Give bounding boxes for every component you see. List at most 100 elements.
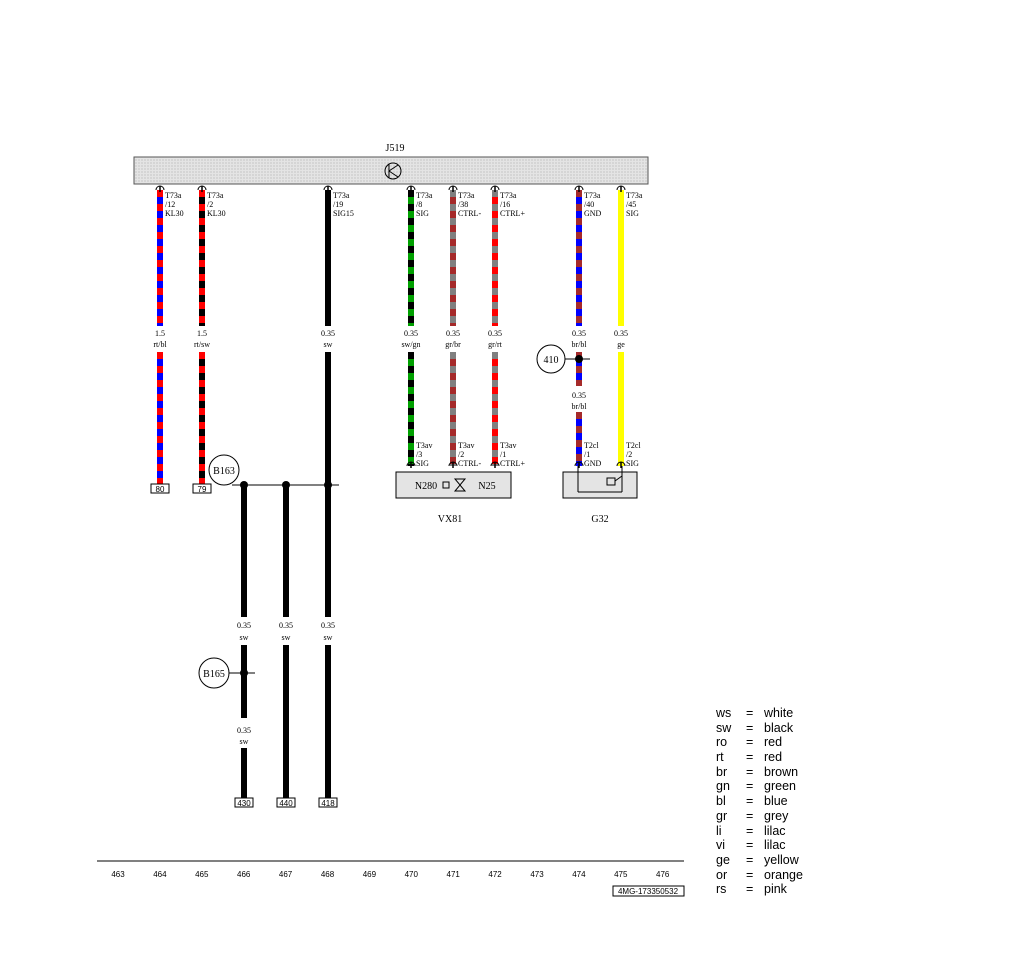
pin-label: T73a bbox=[416, 191, 433, 200]
pin-connector-icon bbox=[448, 461, 458, 468]
axis-tick-label: 473 bbox=[530, 870, 544, 879]
lower-pin-label: T3av bbox=[500, 441, 516, 450]
pin-label: T73a bbox=[333, 191, 350, 200]
ground-terminal: 418 bbox=[321, 799, 335, 808]
pin-number: /38 bbox=[458, 200, 468, 209]
pin-number: /16 bbox=[500, 200, 510, 209]
legend-row: sw=black bbox=[716, 721, 803, 736]
splice-b163[interactable] bbox=[208, 454, 240, 486]
axis-tick-label: 467 bbox=[279, 870, 293, 879]
legend-row: ge=yellow bbox=[716, 853, 803, 868]
axis-tick-label: 476 bbox=[656, 870, 670, 879]
legend-row: li=lilac bbox=[716, 824, 803, 839]
wire-gauge: 0.35 bbox=[446, 329, 460, 338]
ground-terminal: 440 bbox=[279, 799, 293, 808]
axis-tick-label: 463 bbox=[111, 870, 125, 879]
axis-tick-label: 469 bbox=[363, 870, 377, 879]
pin-connector-icon bbox=[448, 185, 458, 192]
ground-symbol-icon bbox=[384, 162, 402, 180]
c465-terminal-box[interactable] bbox=[192, 483, 212, 494]
legend-row: bl=blue bbox=[716, 794, 803, 809]
legend-equals: = bbox=[746, 794, 754, 809]
pin-number: /45 bbox=[626, 200, 636, 209]
pin-connector-icon bbox=[616, 185, 626, 192]
pin-connector-icon bbox=[406, 185, 416, 192]
lower-pin-number: /1 bbox=[500, 450, 506, 459]
wire-gauge: 0.35 bbox=[572, 391, 586, 400]
pin-label: T73a bbox=[458, 191, 475, 200]
footer-id: 4MG-173350532 bbox=[618, 887, 679, 896]
splice-b165-label: B165 bbox=[203, 669, 225, 680]
ground-terminal: 430 bbox=[237, 799, 251, 808]
legend-code: gn bbox=[716, 779, 730, 794]
lower-pin-number: /2 bbox=[626, 450, 632, 459]
pin-connector-icon bbox=[574, 461, 584, 468]
pin-number: /12 bbox=[165, 200, 175, 209]
wire-color: sw bbox=[240, 633, 249, 642]
wire-gauge: 0.35 bbox=[279, 621, 293, 630]
lower-pin-label: T2cl bbox=[626, 441, 641, 450]
pin-signal: SIG bbox=[416, 209, 429, 218]
j519-control-unit[interactable] bbox=[133, 156, 649, 185]
pin-number: /2 bbox=[207, 200, 213, 209]
pin-signal: KL30 bbox=[165, 209, 184, 218]
legend-row: ro=red bbox=[716, 735, 803, 750]
vx81-component[interactable] bbox=[395, 471, 512, 499]
pin-connector-icon bbox=[406, 461, 416, 468]
lower-pin-label: T2cl bbox=[584, 441, 599, 450]
wire-gauge: 1.5 bbox=[197, 329, 207, 338]
legend-equals: = bbox=[746, 735, 754, 750]
pin-signal: SIG bbox=[626, 209, 639, 218]
wire-color: sw bbox=[324, 633, 333, 642]
lower-pin-number: /2 bbox=[458, 450, 464, 459]
pin-connector-icon bbox=[616, 461, 626, 468]
j519-title: J519 bbox=[386, 143, 405, 154]
wire-color: sw bbox=[240, 737, 249, 746]
legend-row: rt=red bbox=[716, 750, 803, 765]
legend-code: or bbox=[716, 867, 728, 882]
valve-icon bbox=[442, 478, 467, 492]
lower-pin-signal: CTRL- bbox=[458, 459, 481, 468]
legend-code: ge bbox=[716, 852, 730, 867]
axis-tick-label: 474 bbox=[572, 870, 586, 879]
ground-terminal-box[interactable] bbox=[318, 797, 338, 808]
wire-gauge: 0.35 bbox=[321, 329, 335, 338]
c464-terminal: 80 bbox=[156, 485, 165, 494]
legend-row: or=orange bbox=[716, 868, 803, 883]
legend-equals: = bbox=[746, 882, 754, 897]
legend-name: lilac bbox=[764, 823, 786, 838]
ground-terminal-box[interactable] bbox=[234, 797, 254, 808]
lower-pin-signal: CTRL+ bbox=[500, 459, 525, 468]
pin-label: T73a bbox=[165, 191, 182, 200]
wire-color: ge bbox=[617, 340, 625, 349]
wire-color: gr/br bbox=[445, 340, 461, 349]
legend-equals: = bbox=[746, 750, 754, 765]
axis-tick-label: 475 bbox=[614, 870, 628, 879]
legend-code: bl bbox=[716, 794, 726, 809]
g32-component[interactable] bbox=[562, 471, 638, 499]
vx81-left-label: N280 bbox=[415, 481, 437, 492]
wire-color: rt/bl bbox=[153, 340, 167, 349]
axis-tick-label: 471 bbox=[447, 870, 461, 879]
legend-equals: = bbox=[746, 838, 754, 853]
lower-pin-signal: GND bbox=[584, 459, 602, 468]
legend-equals: = bbox=[746, 779, 754, 794]
c464-terminal-box[interactable] bbox=[150, 483, 170, 494]
wire-gauge: 0.35 bbox=[488, 329, 502, 338]
ground-terminal-box[interactable] bbox=[276, 797, 296, 808]
axis-tick-label: 468 bbox=[321, 870, 335, 879]
g32-label: G32 bbox=[591, 514, 608, 525]
legend-row: gn = green bbox=[716, 779, 803, 794]
legend-equals: = bbox=[746, 808, 754, 823]
legend-name: green bbox=[764, 779, 796, 794]
wire-gauge: 0.35 bbox=[572, 329, 586, 338]
legend-code: rt bbox=[716, 750, 724, 765]
legend-name: brown bbox=[764, 764, 799, 779]
c465-terminal: 79 bbox=[198, 485, 207, 494]
pin-connector-icon bbox=[197, 185, 207, 192]
pin-signal: GND bbox=[584, 209, 602, 218]
axis-tick-label: 465 bbox=[195, 870, 209, 879]
lower-pin-label: T3av bbox=[458, 441, 474, 450]
wire-gauge: 0.35 bbox=[614, 329, 628, 338]
